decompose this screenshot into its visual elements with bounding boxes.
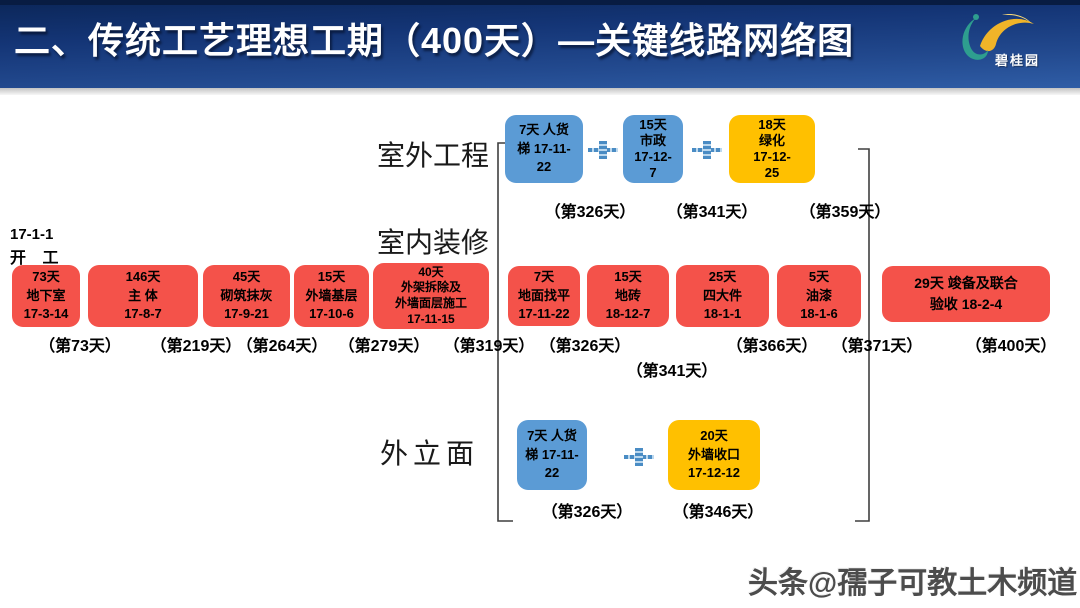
country-garden-logo: 碧桂园: [942, 2, 1046, 82]
day-marker: （第359天）: [799, 204, 891, 221]
task-box: 40天 外架拆除及 外墙面层施工 17-11-15: [373, 263, 489, 329]
section-label-interior: 室内装修: [377, 228, 490, 259]
task-box: 5天 油漆 18-1-6: [777, 265, 861, 327]
phoenix-swirl-icon: [962, 14, 1034, 60]
day-marker: （第400天）: [965, 338, 1057, 355]
day-marker: （第279天）: [338, 338, 430, 355]
task-box: 7天 人货 梯 17-11- 22: [505, 115, 583, 183]
slide-header: 二、传统工艺理想工期（400天）—关键线路网络图 碧桂园: [0, 0, 1080, 88]
day-marker: （第319天）: [443, 338, 535, 355]
day-marker: （第341天）: [626, 363, 718, 380]
task-box: 73天 地下室 17-3-14: [12, 265, 80, 327]
day-marker: （第371天）: [831, 338, 923, 355]
link-connector-icon: [624, 448, 654, 466]
task-box: 29天 竣备及联合 验收 18-2-4: [882, 266, 1050, 322]
task-box: 25天 四大件 18-1-1: [676, 265, 769, 327]
task-box: 15天 地砖 18-12-7: [587, 265, 669, 327]
task-box: 20天 外墙收口 17-12-12: [668, 420, 760, 490]
link-connector-icon: [692, 141, 722, 159]
task-box: 146天 主 体 17-8-7: [88, 265, 198, 327]
logo-wordmark: 碧桂园: [994, 53, 1040, 68]
day-marker: （第73天）: [39, 338, 121, 355]
task-box: 45天 砌筑抹灰 17-9-21: [203, 265, 290, 327]
start-node: 17-1-1 开 工: [10, 226, 64, 268]
section-label-facade: 外立面: [380, 439, 480, 470]
task-box: 7天 人货 梯 17-11- 22: [517, 420, 587, 490]
link-connector-icon: [588, 141, 618, 159]
day-marker: （第326天）: [544, 204, 636, 221]
header-shadow: [0, 88, 1080, 95]
watermark: 头条@孺子可教土木频道: [748, 567, 1078, 600]
day-marker: （第326天）: [539, 338, 631, 355]
task-box: 7天 地面找平 17-11-22: [508, 266, 580, 326]
day-marker: （第326天）: [541, 504, 633, 521]
section-label-outdoor: 室外工程: [377, 141, 490, 172]
task-box: 15天 外墙基层 17-10-6: [294, 265, 369, 327]
start-date: 17-1-1: [10, 226, 54, 243]
day-marker: （第341天）: [666, 204, 758, 221]
day-marker: （第366天）: [726, 338, 818, 355]
day-marker: （第346天）: [672, 504, 764, 521]
task-box: 18天 绿化 17-12- 25: [729, 115, 815, 183]
task-box: 15天 市政 17-12- 7: [623, 115, 683, 183]
page-title: 二、传统工艺理想工期（400天）—关键线路网络图: [14, 20, 855, 61]
day-marker: （第264天）: [236, 338, 328, 355]
start-label: 开 工: [10, 250, 65, 267]
day-marker: （第219天）: [150, 338, 242, 355]
